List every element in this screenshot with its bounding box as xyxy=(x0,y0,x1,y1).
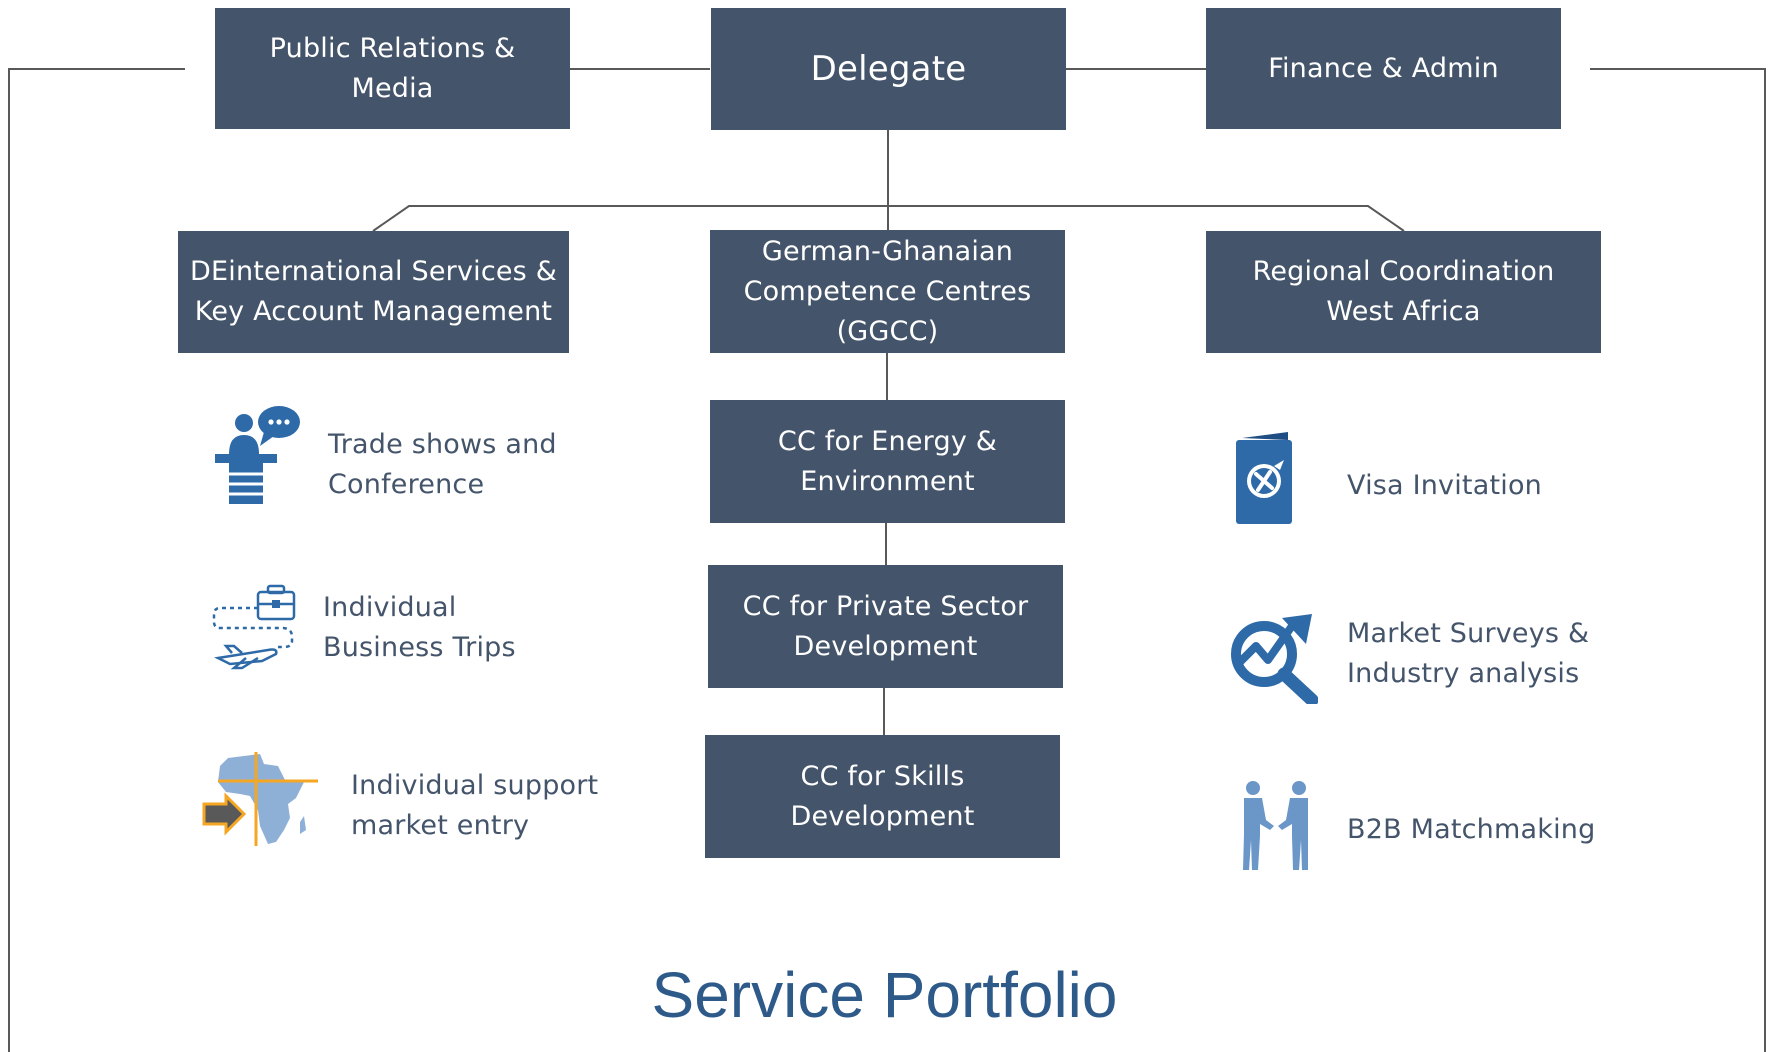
outer-frame-left xyxy=(8,68,185,1052)
service-b2b-matchmaking: B2B Matchmaking xyxy=(1347,814,1596,845)
speaker-podium-icon xyxy=(215,406,300,504)
cc-private-sector-box: CC for Private Sector Development xyxy=(708,565,1063,688)
outer-frame-right xyxy=(1590,68,1766,1052)
service-market-surveys: Market Surveys & Industry analysis xyxy=(1347,618,1590,689)
public-relations-box: Public Relations & Media xyxy=(215,8,570,129)
handshake-icon xyxy=(1243,781,1308,870)
ggcc-box: German-Ghanaian Competence Centres (GGCC… xyxy=(710,230,1065,353)
africa-market-entry-icon xyxy=(202,752,318,846)
deinternational-box: DEinternational Services & Key Account M… xyxy=(178,231,569,353)
cc-skills-box: CC for Skills Development xyxy=(705,735,1060,858)
passport-icon xyxy=(1236,432,1292,524)
service-portfolio-title: Service Portfolio xyxy=(651,959,1118,1031)
unit-bus-connector xyxy=(372,205,1405,232)
finance-admin-box: Finance & Admin xyxy=(1206,8,1561,129)
service-visa-invitation: Visa Invitation xyxy=(1347,470,1542,501)
business-trip-icon xyxy=(212,584,296,670)
cc-energy-box: CC for Energy & Environment xyxy=(710,400,1065,523)
service-trade-shows: Trade shows and Conference xyxy=(328,429,557,500)
market-analysis-icon xyxy=(1231,614,1318,704)
regional-coordination-box: Regional Coordination West Africa xyxy=(1206,231,1601,353)
service-market-entry: Individual support market entry xyxy=(351,770,599,841)
delegate-box: Delegate xyxy=(711,8,1066,130)
service-business-trips: Individual Business Trips xyxy=(323,592,516,663)
